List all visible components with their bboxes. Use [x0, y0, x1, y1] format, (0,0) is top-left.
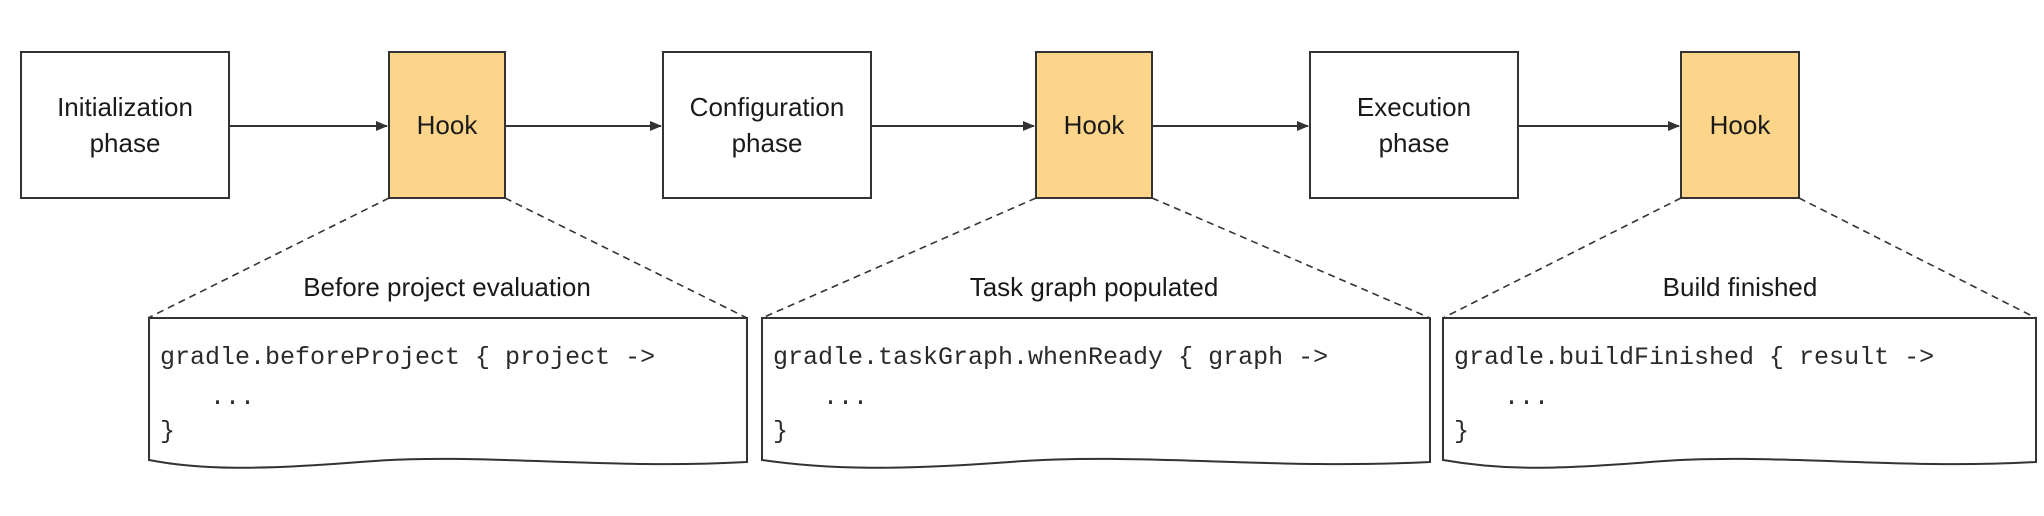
execution-phase-box: Execution phase — [1309, 51, 1519, 199]
callout-2-code-document — [761, 317, 1431, 469]
callout-3-code-line1: gradle.buildFinished { result -> — [1454, 343, 1934, 372]
initialization-phase-box: Initialization phase — [20, 51, 230, 199]
hook-label-3: Hook — [1710, 110, 1772, 140]
callout-1-code-line3: } — [160, 417, 175, 446]
callout-2-code-line3: } — [773, 417, 788, 446]
callout-3-code-document — [1442, 317, 2037, 469]
callout-before-project-evaluation: Before project evaluation gradle.beforeP… — [147, 197, 748, 469]
hook-label-1: Hook — [417, 110, 479, 140]
hook-box-2: Hook — [1035, 51, 1153, 199]
callout-3-code-line3: } — [1454, 417, 1469, 446]
configuration-phase-label-line1: Configuration — [690, 92, 845, 122]
callout-1-title: Before project evaluation — [303, 272, 591, 302]
callout-3-dashed-right — [1798, 197, 2037, 319]
callout-2-code-line1: gradle.taskGraph.whenReady { graph -> — [773, 343, 1328, 372]
callout-3-dashed-left — [1442, 197, 1682, 319]
callout-2-dashed-left — [761, 197, 1037, 319]
callout-2-dashed-right — [1151, 197, 1431, 319]
callout-1-code-line1: gradle.beforeProject { project -> — [160, 343, 655, 372]
callout-3-code-line2: ... — [1504, 383, 1549, 412]
callout-build-finished: Build finished gradle.buildFinished { re… — [1442, 197, 2037, 469]
callout-1-code-document — [148, 317, 748, 469]
configuration-phase-box: Configuration phase — [662, 51, 872, 199]
callout-2-title: Task graph populated — [970, 272, 1219, 302]
callout-1-dashed-right — [504, 197, 748, 319]
hook-label-2: Hook — [1064, 110, 1126, 140]
callout-3-title: Build finished — [1663, 272, 1818, 302]
callout-task-graph-populated: Task graph populated gradle.taskGraph.wh… — [761, 197, 1431, 469]
callout-1-dashed-left — [147, 197, 390, 319]
initialization-phase-label-line1: Initialization — [57, 92, 193, 122]
callout-2-code-line2: ... — [823, 383, 868, 412]
callout-1-code-line2: ... — [210, 383, 255, 412]
execution-phase-label-line1: Execution — [1357, 92, 1471, 122]
hook-box-3: Hook — [1680, 51, 1800, 199]
hook-box-1: Hook — [388, 51, 506, 199]
configuration-phase-label-line2: phase — [732, 128, 803, 158]
initialization-phase-label-line2: phase — [90, 128, 161, 158]
execution-phase-label-line2: phase — [1379, 128, 1450, 158]
